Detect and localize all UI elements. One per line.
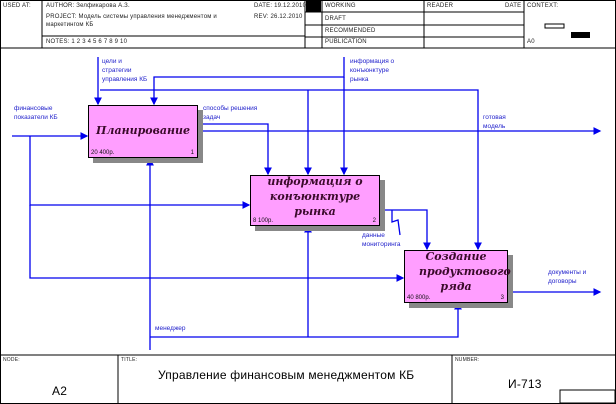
box-title: информация о конъюнктуре рынка [267, 174, 363, 218]
node-value: A2 [52, 384, 68, 398]
arrow-label-monitoring: данные мониторинга [362, 232, 401, 248]
status-draft: DRAFT [325, 16, 346, 22]
project-line1: PROJECT: Модель системы управления менед… [46, 14, 217, 20]
box-cost: 40 800р. [407, 295, 431, 301]
status-publication: PUBLICATION [325, 39, 367, 45]
reader-label: READER [427, 3, 454, 9]
reader-date-label: DATE [505, 3, 522, 9]
box-number: 3 [500, 295, 504, 301]
node-label: NODE: [3, 357, 20, 363]
date: DATE: 19.12.2010 [254, 3, 307, 9]
arrow-label-methods: способы решения задач [203, 105, 258, 121]
used-at-label: USED AT: [3, 3, 31, 9]
number-label: NUMBER: [455, 357, 480, 363]
rev: REV: 26.12.2010 [254, 14, 303, 20]
notes: NOTES: 1 2 3 4 5 6 7 8 9 10 [46, 39, 128, 45]
box-cost: 8 100р. [253, 218, 274, 224]
activity-box-1[interactable]: Планирование 20 400р. 1 [88, 105, 198, 158]
status-recommended: RECOMMENDED [325, 28, 376, 34]
title-label: TITLE: [121, 357, 138, 363]
project-line2: маркетингом КБ [46, 22, 94, 28]
arrow-label-manager: менеджер [155, 325, 186, 332]
activity-box-3[interactable]: Создание продуктового ряда 40 800р. 3 [404, 249, 511, 303]
author: AUTHOR: Зелфикарова А.З. [46, 3, 130, 9]
arrow-label-documents: документы и договоры [548, 269, 587, 285]
box-title: Создание продуктового ряда [419, 249, 511, 293]
box-title: Планирование [96, 123, 190, 137]
box-cost: 20 400р. [91, 150, 115, 156]
arrow-label-ready-model: готовая модель [483, 114, 506, 130]
arrows [12, 57, 602, 350]
activity-box-2[interactable]: информация о конъюнктуре рынка 8 100р. 2 [250, 175, 380, 226]
arrow-label-market-info: информация о конъюнктуре рынка [350, 58, 395, 83]
diagram-title: Управление финансовым менеджментом КБ [158, 368, 415, 382]
arrow-label-goals: цели и стратегии управления КБ [102, 58, 148, 83]
box-number: 2 [372, 218, 376, 224]
context-label: CONTEXT: [527, 3, 559, 9]
diagram-number: И-713 [508, 377, 542, 391]
status-working: WORKING [325, 3, 356, 9]
context-node: A0 [527, 39, 535, 45]
arrow-label-fin-indicators: финансовые показатели КБ [14, 105, 58, 121]
box-number: 1 [190, 150, 194, 156]
